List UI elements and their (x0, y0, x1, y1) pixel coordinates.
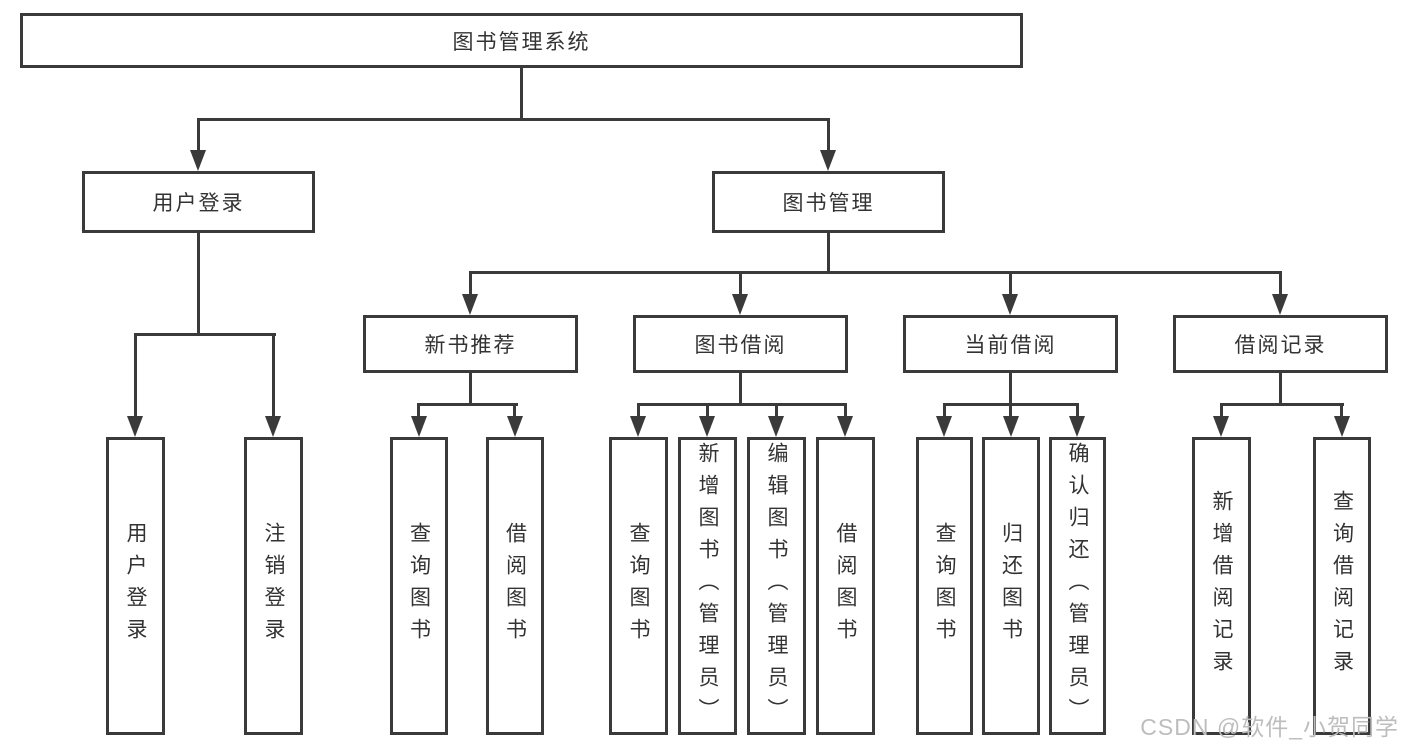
leaf-borrow-books-recommend: 借阅图书 (486, 437, 544, 735)
arrowhead-icon (768, 416, 784, 437)
leaf-edit-book-admin-label: 编辑图书（管理员） (765, 442, 788, 730)
connector-line (1220, 403, 1223, 417)
node-user-login: 用户登录 (82, 171, 315, 233)
leaf-add-borrow-record-label: 新增借阅记录 (1210, 490, 1233, 682)
connector-line (134, 333, 276, 336)
arrowhead-icon (462, 294, 478, 315)
leaf-borrow-books-borrow: 借阅图书 (816, 437, 875, 735)
arrowhead-icon (507, 416, 523, 437)
connector-line (1076, 403, 1079, 417)
connector-line (520, 68, 523, 120)
leaf-query-books-recommend: 查询图书 (390, 437, 448, 735)
leaf-borrow-books-recommend-label: 借阅图书 (503, 522, 527, 650)
leaf-edit-book-admin: 编辑图书（管理员） (747, 437, 806, 735)
leaf-query-books-recommend-label: 查询图书 (407, 522, 431, 650)
connector-line (1279, 271, 1282, 295)
connector-line (197, 118, 200, 154)
connector-line (197, 233, 200, 335)
node-book-management-label: 图书管理 (782, 192, 875, 215)
leaf-confirm-return-admin: 确认归还（管理员） (1049, 437, 1106, 735)
arrowhead-icon (699, 416, 715, 437)
node-current-borrow: 当前借阅 (903, 315, 1118, 373)
connector-line (469, 271, 1282, 274)
node-borrow-records: 借阅记录 (1173, 315, 1388, 373)
connector-line (844, 403, 847, 417)
leaf-query-books-borrow: 查询图书 (609, 437, 668, 735)
node-book-borrow-label: 图书借阅 (694, 334, 787, 357)
connector-line (1340, 403, 1343, 417)
connector-line (739, 271, 742, 295)
node-root: 图书管理系统 (20, 13, 1023, 68)
arrowhead-icon (1002, 294, 1018, 315)
connector-line (739, 373, 742, 405)
arrowhead-icon (1069, 416, 1085, 437)
connector-line (1009, 403, 1012, 417)
connector-line (827, 118, 830, 154)
arrowhead-icon (1334, 416, 1350, 437)
node-new-book-recommend: 新书推荐 (363, 315, 578, 373)
node-book-management: 图书管理 (712, 171, 945, 233)
node-current-borrow-label: 当前借阅 (964, 334, 1057, 357)
connector-line (637, 403, 640, 417)
arrowhead-icon (837, 416, 853, 437)
connector-line (197, 118, 830, 121)
leaf-borrow-books-borrow-label: 借阅图书 (834, 522, 857, 650)
leaf-logout: 注销登录 (244, 437, 303, 735)
node-borrow-records-label: 借阅记录 (1234, 334, 1327, 357)
leaf-query-books-current: 查询图书 (916, 437, 973, 735)
connector-line (943, 403, 946, 417)
arrowhead-icon (1213, 416, 1229, 437)
connector-line (1220, 403, 1344, 406)
node-book-borrow: 图书借阅 (633, 315, 848, 373)
node-new-book-recommend-label: 新书推荐 (424, 334, 517, 357)
connector-line (469, 373, 472, 405)
connector-line (513, 403, 516, 417)
leaf-query-books-borrow-label: 查询图书 (627, 522, 650, 650)
arrowhead-icon (732, 294, 748, 315)
connector-line (706, 403, 709, 417)
leaf-user-login-label: 用户登录 (124, 522, 147, 650)
leaf-return-books: 归还图书 (982, 437, 1040, 735)
arrowhead-icon (1272, 294, 1288, 315)
connector-line (637, 403, 847, 406)
csdn-watermark: CSDN @软件_小贺同学 (1140, 714, 1399, 740)
arrowhead-icon (820, 150, 836, 171)
connector-line (1279, 373, 1282, 405)
connector-line (134, 333, 137, 417)
arrowhead-icon (411, 416, 427, 437)
connector-line (417, 403, 420, 417)
arrowhead-icon (127, 416, 143, 437)
arrowhead-icon (1003, 416, 1019, 437)
leaf-logout-label: 注销登录 (262, 522, 285, 650)
leaf-confirm-return-admin-label: 确认归还（管理员） (1066, 442, 1089, 730)
leaf-user-login: 用户登录 (106, 437, 165, 735)
leaf-query-borrow-record-label: 查询借阅记录 (1330, 490, 1354, 682)
connector-line (1009, 373, 1012, 405)
node-root-label: 图书管理系统 (452, 30, 591, 54)
leaf-add-book-admin: 新增图书（管理员） (678, 437, 737, 735)
leaf-query-books-current-label: 查询图书 (933, 522, 956, 650)
arrowhead-icon (265, 416, 281, 437)
arrowhead-icon (190, 150, 206, 171)
leaf-return-books-label: 归还图书 (999, 522, 1023, 650)
arrowhead-icon (936, 416, 952, 437)
connector-line (1009, 271, 1012, 295)
connector-line (417, 403, 518, 406)
leaf-add-book-admin-label: 新增图书（管理员） (696, 442, 719, 730)
arrowhead-icon (630, 416, 646, 437)
connector-line (272, 333, 275, 417)
connector-line (775, 403, 778, 417)
node-user-login-label: 用户登录 (152, 192, 245, 215)
connector-line (469, 271, 472, 295)
connector-line (827, 233, 830, 273)
leaf-add-borrow-record: 新增借阅记录 (1192, 437, 1251, 735)
leaf-query-borrow-record: 查询借阅记录 (1313, 437, 1371, 735)
